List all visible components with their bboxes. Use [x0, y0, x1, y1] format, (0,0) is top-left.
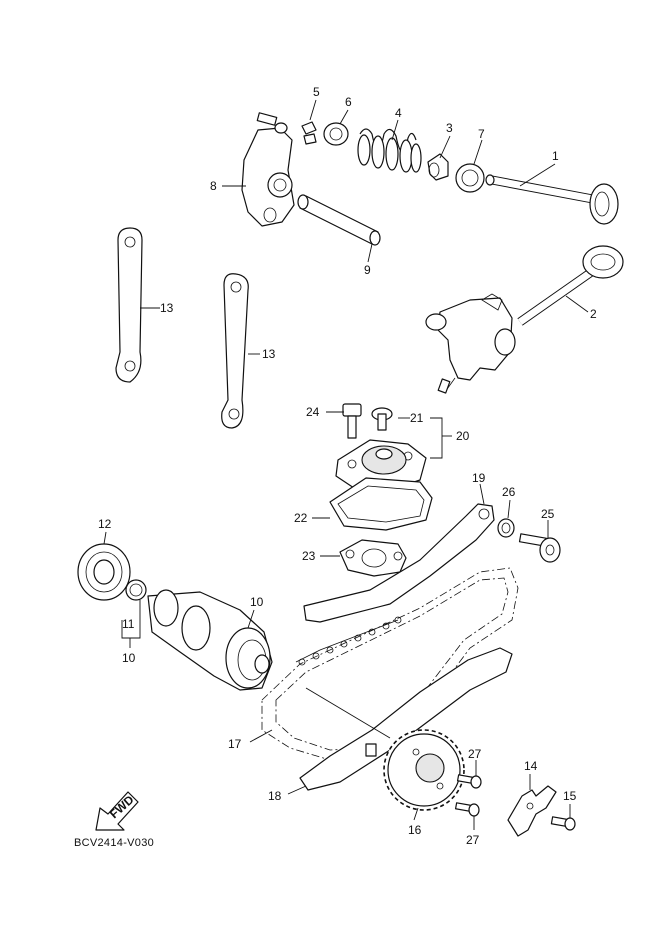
part-5-valve-cotter[interactable]: [301, 121, 317, 145]
callout-27-lower: 27: [466, 833, 480, 847]
callout-17: 17: [228, 737, 242, 751]
callout-27-upper: 27: [468, 747, 482, 761]
callout-25: 25: [541, 507, 555, 521]
part-3-stem-seal[interactable]: [427, 153, 449, 181]
callout-labels: 1 2 3 4 5 6 7 8 9 13 13 24 21 20 22 23 1…: [98, 85, 597, 847]
callout-7: 7: [478, 127, 485, 141]
part-23-gasket[interactable]: [339, 539, 407, 577]
callout-10-upper: 10: [250, 595, 264, 609]
part-13-plate-left[interactable]: [115, 227, 143, 383]
part-25-bolt[interactable]: [518, 533, 561, 563]
rocker-arm-assembly[interactable]: [425, 293, 516, 394]
callout-6: 6: [345, 95, 352, 109]
callout-9: 9: [364, 263, 371, 277]
callout-2: 2: [590, 307, 597, 321]
callout-21: 21: [410, 411, 424, 425]
part-16-sprocket[interactable]: [383, 729, 465, 811]
part-19-chain-guide[interactable]: [303, 503, 495, 623]
callout-22: 22: [294, 511, 308, 525]
part-10-camshaft[interactable]: [147, 589, 273, 691]
callout-13-left: 13: [160, 301, 174, 315]
part-18-chain-guide[interactable]: [299, 647, 513, 791]
callout-16: 16: [408, 823, 422, 837]
callout-24: 24: [306, 405, 320, 419]
callout-15: 15: [563, 789, 577, 803]
leader-lines: [103, 99, 589, 830]
part-7-spring-seat[interactable]: [455, 163, 485, 193]
callout-23: 23: [302, 549, 316, 563]
callout-13-right: 13: [262, 347, 276, 361]
part-27-bolt-lower[interactable]: [454, 802, 480, 817]
part-21-cap-bolt[interactable]: [371, 407, 393, 431]
part-24-bolt[interactable]: [342, 403, 362, 439]
part-11-circlip[interactable]: [125, 579, 147, 601]
callout-26: 26: [502, 485, 516, 499]
part-8-rocker-arm[interactable]: [241, 112, 295, 227]
callout-5: 5: [313, 85, 320, 99]
callout-18: 18: [268, 789, 282, 803]
part-27-bolt-upper[interactable]: [456, 774, 482, 789]
part-14-plate[interactable]: [507, 785, 557, 837]
callout-12: 12: [98, 517, 112, 531]
part-12-bearing[interactable]: [77, 543, 131, 601]
callout-11: 11: [122, 617, 135, 631]
callout-14: 14: [524, 759, 538, 773]
callout-3: 3: [446, 121, 453, 135]
part-20-tensioner[interactable]: [335, 439, 427, 513]
fwd-arrow-icon: FWD: [95, 791, 139, 831]
callout-20: 20: [456, 429, 470, 443]
part-4-valve-spring[interactable]: [357, 128, 422, 173]
callout-19: 19: [472, 471, 486, 485]
part-13-plate-right[interactable]: [221, 273, 249, 429]
part-9-rocker-shaft[interactable]: [297, 194, 381, 246]
part-17-timing-chain[interactable]: [261, 567, 519, 761]
callout-1: 1: [552, 149, 559, 163]
callout-4: 4: [395, 106, 402, 120]
callout-8: 8: [210, 179, 217, 193]
callout-10-lower: 10: [122, 651, 136, 665]
part-26-o-ring[interactable]: [497, 518, 515, 538]
part-15-bolt[interactable]: [550, 816, 576, 831]
diagram-code: BCV2414-V030: [74, 837, 154, 849]
part-6-spring-retainer[interactable]: [323, 122, 349, 146]
part-1-valve[interactable]: [485, 174, 619, 225]
part-22-gasket[interactable]: [329, 477, 433, 531]
part-2-valve[interactable]: [517, 245, 624, 326]
